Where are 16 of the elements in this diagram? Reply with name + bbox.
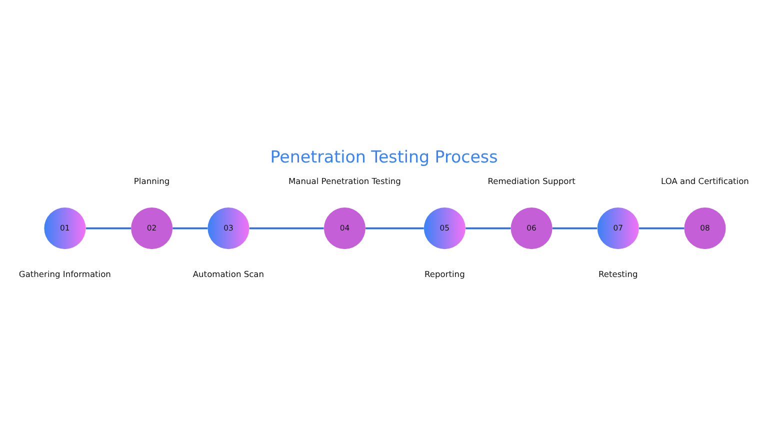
connector — [466, 226, 511, 229]
node-label: Reporting — [424, 268, 465, 279]
connector — [172, 226, 208, 229]
node-label: Retesting — [598, 268, 638, 279]
connector — [86, 226, 132, 229]
node-label: Automation Scan — [192, 268, 264, 279]
node-label: Gathering Information — [18, 268, 111, 279]
connector — [552, 226, 598, 229]
node-label: Planning — [134, 175, 170, 186]
node-label: Manual Penetration Testing — [288, 175, 401, 186]
connector — [249, 226, 324, 229]
connector — [639, 226, 684, 229]
diagram-title: Penetration Testing Process — [270, 146, 498, 166]
connector — [366, 226, 424, 229]
node-label: LOA and Certification — [661, 175, 749, 186]
node-label: Remediation Support — [488, 175, 576, 186]
